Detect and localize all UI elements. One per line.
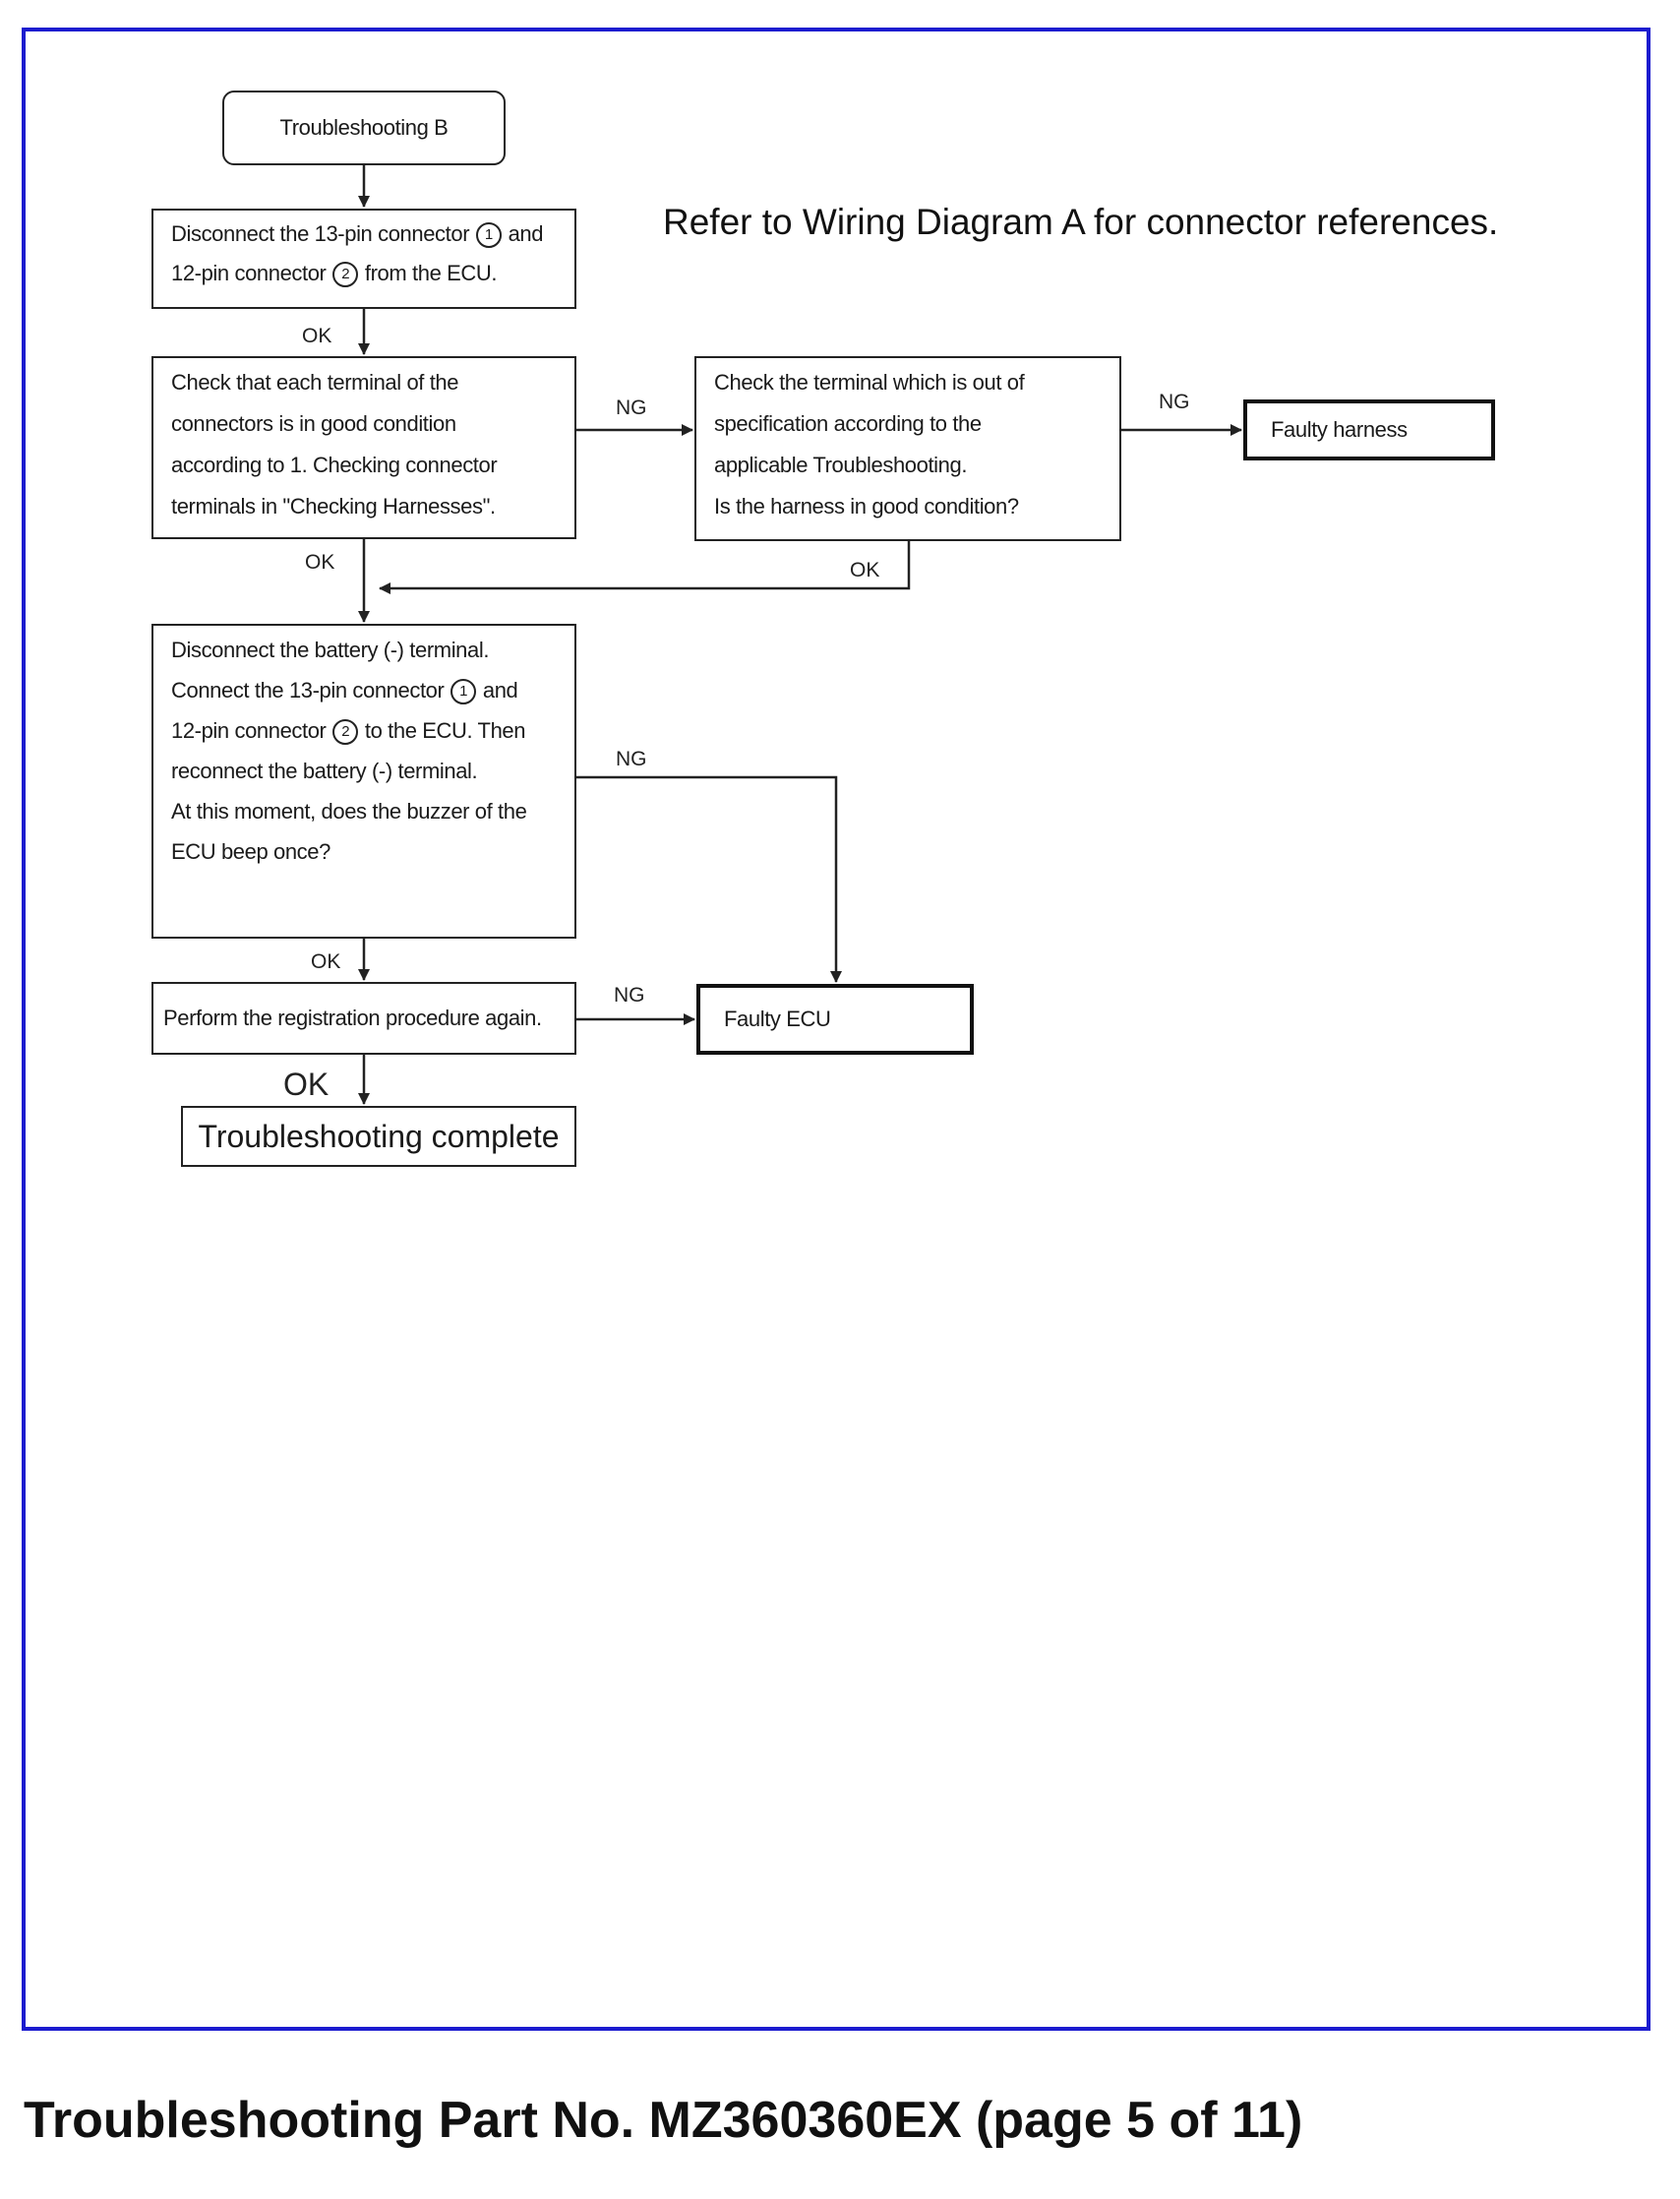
node-step3: Disconnect the battery (-) terminal. Con… [151,624,576,939]
node-step2-ng: Check the terminal which is out of speci… [694,356,1121,541]
node-step3-text-4: 12-pin connector [171,718,327,743]
node-step3-line-3: 12-pin connector 2 to the ECU. Then [171,710,557,751]
label-ok: OK [283,1067,330,1102]
node-step4: Perform the registration procedure again… [151,982,576,1055]
node-step1-text-2: and [508,221,544,246]
node-faulty-harness: Faulty harness [1243,399,1495,460]
connector-marker-1: 1 [450,679,477,705]
node-step2-line-4: terminals in "Checking Harnesses". [171,494,496,519]
arrow-step3-ng [574,775,842,983]
node-start: Troubleshooting B [222,91,506,165]
node-faulty-ecu: Faulty ECU [696,984,974,1055]
node-step3-line-4: reconnect the battery (-) terminal. [171,759,478,783]
node-complete: Troubleshooting complete [181,1106,576,1167]
node-step3-line-1: Disconnect the battery (-) terminal. [171,638,490,662]
node-faulty-harness-label: Faulty harness [1271,417,1408,442]
connector-marker-2: 2 [332,719,359,746]
node-step2-line-2: connectors is in good condition [171,411,456,436]
node-step2-line-3: according to 1. Checking connector [171,453,498,477]
node-complete-label: Troubleshooting complete [198,1119,560,1154]
label-ok: OK [850,559,880,581]
label-ok: OK [302,325,332,347]
node-step1-line: 12-pin connector 2 from the ECU. [171,254,557,293]
label-ng: NG [1159,391,1190,413]
node-step2-line-1: Check that each terminal of the [171,370,459,395]
node-step3-line-5: At this moment, does the buzzer of the [171,799,527,824]
node-step1-text-4: from the ECU. [364,261,498,285]
arrow-harness-ok [379,541,911,594]
label-ok: OK [311,950,341,973]
label-ng: NG [614,984,645,1007]
node-step3-text-5: to the ECU. Then [364,718,526,743]
node-step2: Check that each terminal of the connecto… [151,356,576,539]
node-step3-line-2: Connect the 13-pin connector 1 and [171,670,557,710]
node-step1: Disconnect the 13-pin connector 1 and 12… [151,209,576,309]
node-step3-text-2: Connect the 13-pin connector [171,678,445,702]
node-step2-ng-line-1: Check the terminal which is out of [714,370,1025,395]
node-step2-ng-line-2: specification according to the [714,411,982,436]
node-step2-ng-line-4: Is the harness in good condition? [714,494,1019,519]
page-frame [22,28,1650,2031]
diagram-note: Refer to Wiring Diagram A for connector … [663,202,1499,242]
label-ng: NG [616,748,647,770]
node-step4-label: Perform the registration procedure again… [163,1006,542,1030]
node-step3-text-3: and [482,678,518,702]
node-step1-text-3: 12-pin connector [171,261,327,285]
connector-marker-2: 2 [332,262,359,288]
node-step1-text-1: Disconnect the 13-pin connector [171,221,470,246]
node-start-label: Troubleshooting B [279,115,449,140]
node-step2-ng-line-3: applicable Troubleshooting. [714,453,968,477]
page-footer: Troubleshooting Part No. MZ360360EX (pag… [24,2092,1303,2149]
node-faulty-ecu-label: Faulty ECU [724,1007,831,1031]
connector-marker-1: 1 [475,222,502,249]
node-step1-line: Disconnect the 13-pin connector 1 and [171,214,557,254]
label-ok: OK [305,551,335,574]
label-ng: NG [616,397,647,419]
node-step3-line-6: ECU beep once? [171,839,330,864]
